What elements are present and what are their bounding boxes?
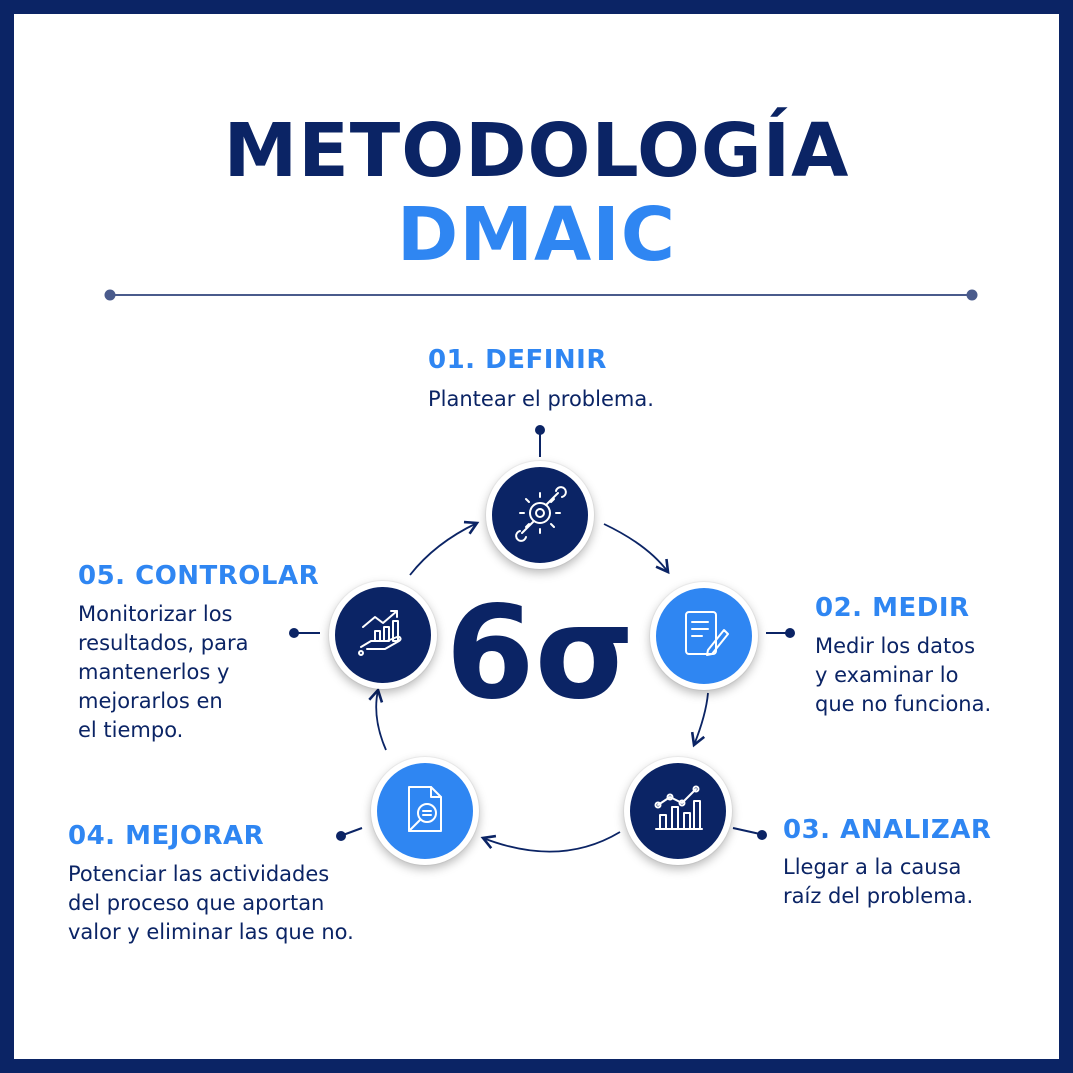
step-02-heading: 02. MEDIR (815, 593, 970, 623)
step-04-description-line: del proceso que aportan (68, 891, 325, 915)
node-controlar (329, 581, 437, 689)
step-05-description-line: mejorarlos en (78, 689, 223, 713)
step-05-description-line: mantenerlos y (78, 660, 230, 684)
step-04-description: Potenciar las actividades del proceso qu… (68, 860, 354, 947)
step-03-heading: 03. ANALIZAR (783, 815, 992, 845)
step-02-description-line: y examinar lo (815, 663, 959, 687)
step-05-description-line: Monitorizar los (78, 602, 233, 626)
node-mejorar (371, 757, 479, 865)
node-medir (650, 582, 758, 690)
six-sigma-symbol: 6σ (445, 579, 635, 728)
step-05-description-line: resultados, para (78, 631, 249, 655)
step-03-description: Llegar a la causa raíz del problema. (783, 853, 973, 911)
bar-chart-icon (648, 779, 708, 843)
step-03-description-line: Llegar a la causa (783, 855, 962, 879)
node-definir (486, 461, 594, 569)
document-pen-icon (674, 604, 734, 668)
node-analizar (624, 757, 732, 865)
step-01-description: Plantear el problema. (428, 387, 654, 411)
step-02-description-line: que no funciona. (815, 692, 992, 716)
title-line-1: METODOLOGÍA (223, 108, 850, 194)
step-04-heading: 04. MEJORAR (68, 821, 265, 851)
title-line-2: DMAIC (396, 192, 677, 278)
step-05-heading: 05. CONTROLAR (78, 561, 320, 591)
document-search-icon (395, 779, 455, 843)
step-02-description-line: Medir los datos (815, 634, 976, 658)
gear-wrench-icon (510, 483, 570, 547)
step-05-description: Monitorizar los resultados, para mantene… (78, 600, 248, 745)
step-05-description-line: el tiempo. (78, 718, 184, 742)
step-01-heading: 01. DEFINIR (428, 345, 607, 375)
step-04-description-line: Potenciar las actividades (68, 862, 330, 886)
step-03-description-line: raíz del problema. (783, 884, 974, 908)
step-04-description-line: valor y eliminar las que no. (68, 920, 354, 944)
title-divider (104, 289, 978, 301)
hand-growth-chart-icon (353, 603, 413, 667)
step-02-description: Medir los datos y examinar lo que no fun… (815, 632, 991, 719)
